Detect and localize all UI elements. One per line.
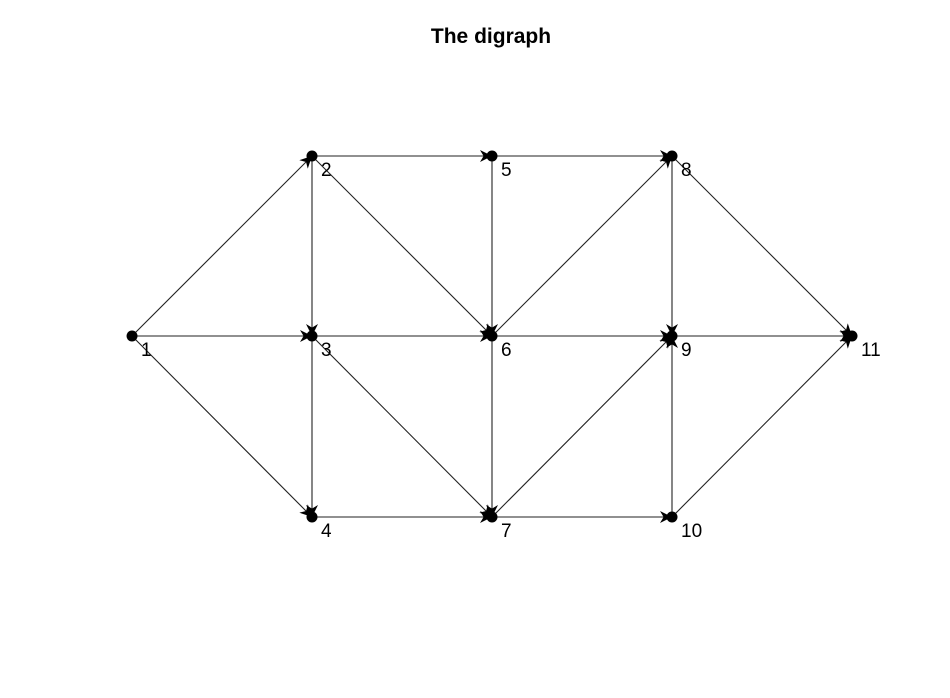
node-label-3: 3 [321,340,332,361]
node-label-8: 8 [681,160,692,181]
edge-3-7 [311,335,493,518]
node-label-5: 5 [501,160,512,181]
node-label-1: 1 [141,340,152,361]
edge-7-9 [491,335,673,518]
edge-10-11 [671,335,853,518]
node-5 [486,150,498,162]
page-title: The digraph [431,25,551,48]
node-9 [666,330,678,342]
node-4 [306,511,318,523]
edges-layer [131,150,853,523]
node-7 [486,511,498,523]
edge-6-8 [491,155,673,337]
edge-1-2 [131,155,313,337]
node-label-6: 6 [501,340,512,361]
node-2 [306,150,318,162]
labels-layer: 1 2 3 4 5 6 7 8 9 10 11 [141,160,881,542]
node-label-4: 4 [321,521,332,542]
node-label-2: 2 [321,160,332,181]
node-6 [486,330,498,342]
node-label-7: 7 [501,521,512,542]
node-label-11: 11 [861,340,881,361]
edge-2-6 [311,155,493,337]
node-10 [666,511,678,523]
nodes-layer [126,150,858,523]
node-label-9: 9 [681,340,692,361]
node-3 [306,330,318,342]
edge-1-4 [131,335,313,518]
node-8 [666,150,678,162]
node-label-10: 10 [681,521,702,542]
node-1 [126,330,138,342]
edge-8-11 [671,155,853,337]
node-11 [846,330,858,342]
